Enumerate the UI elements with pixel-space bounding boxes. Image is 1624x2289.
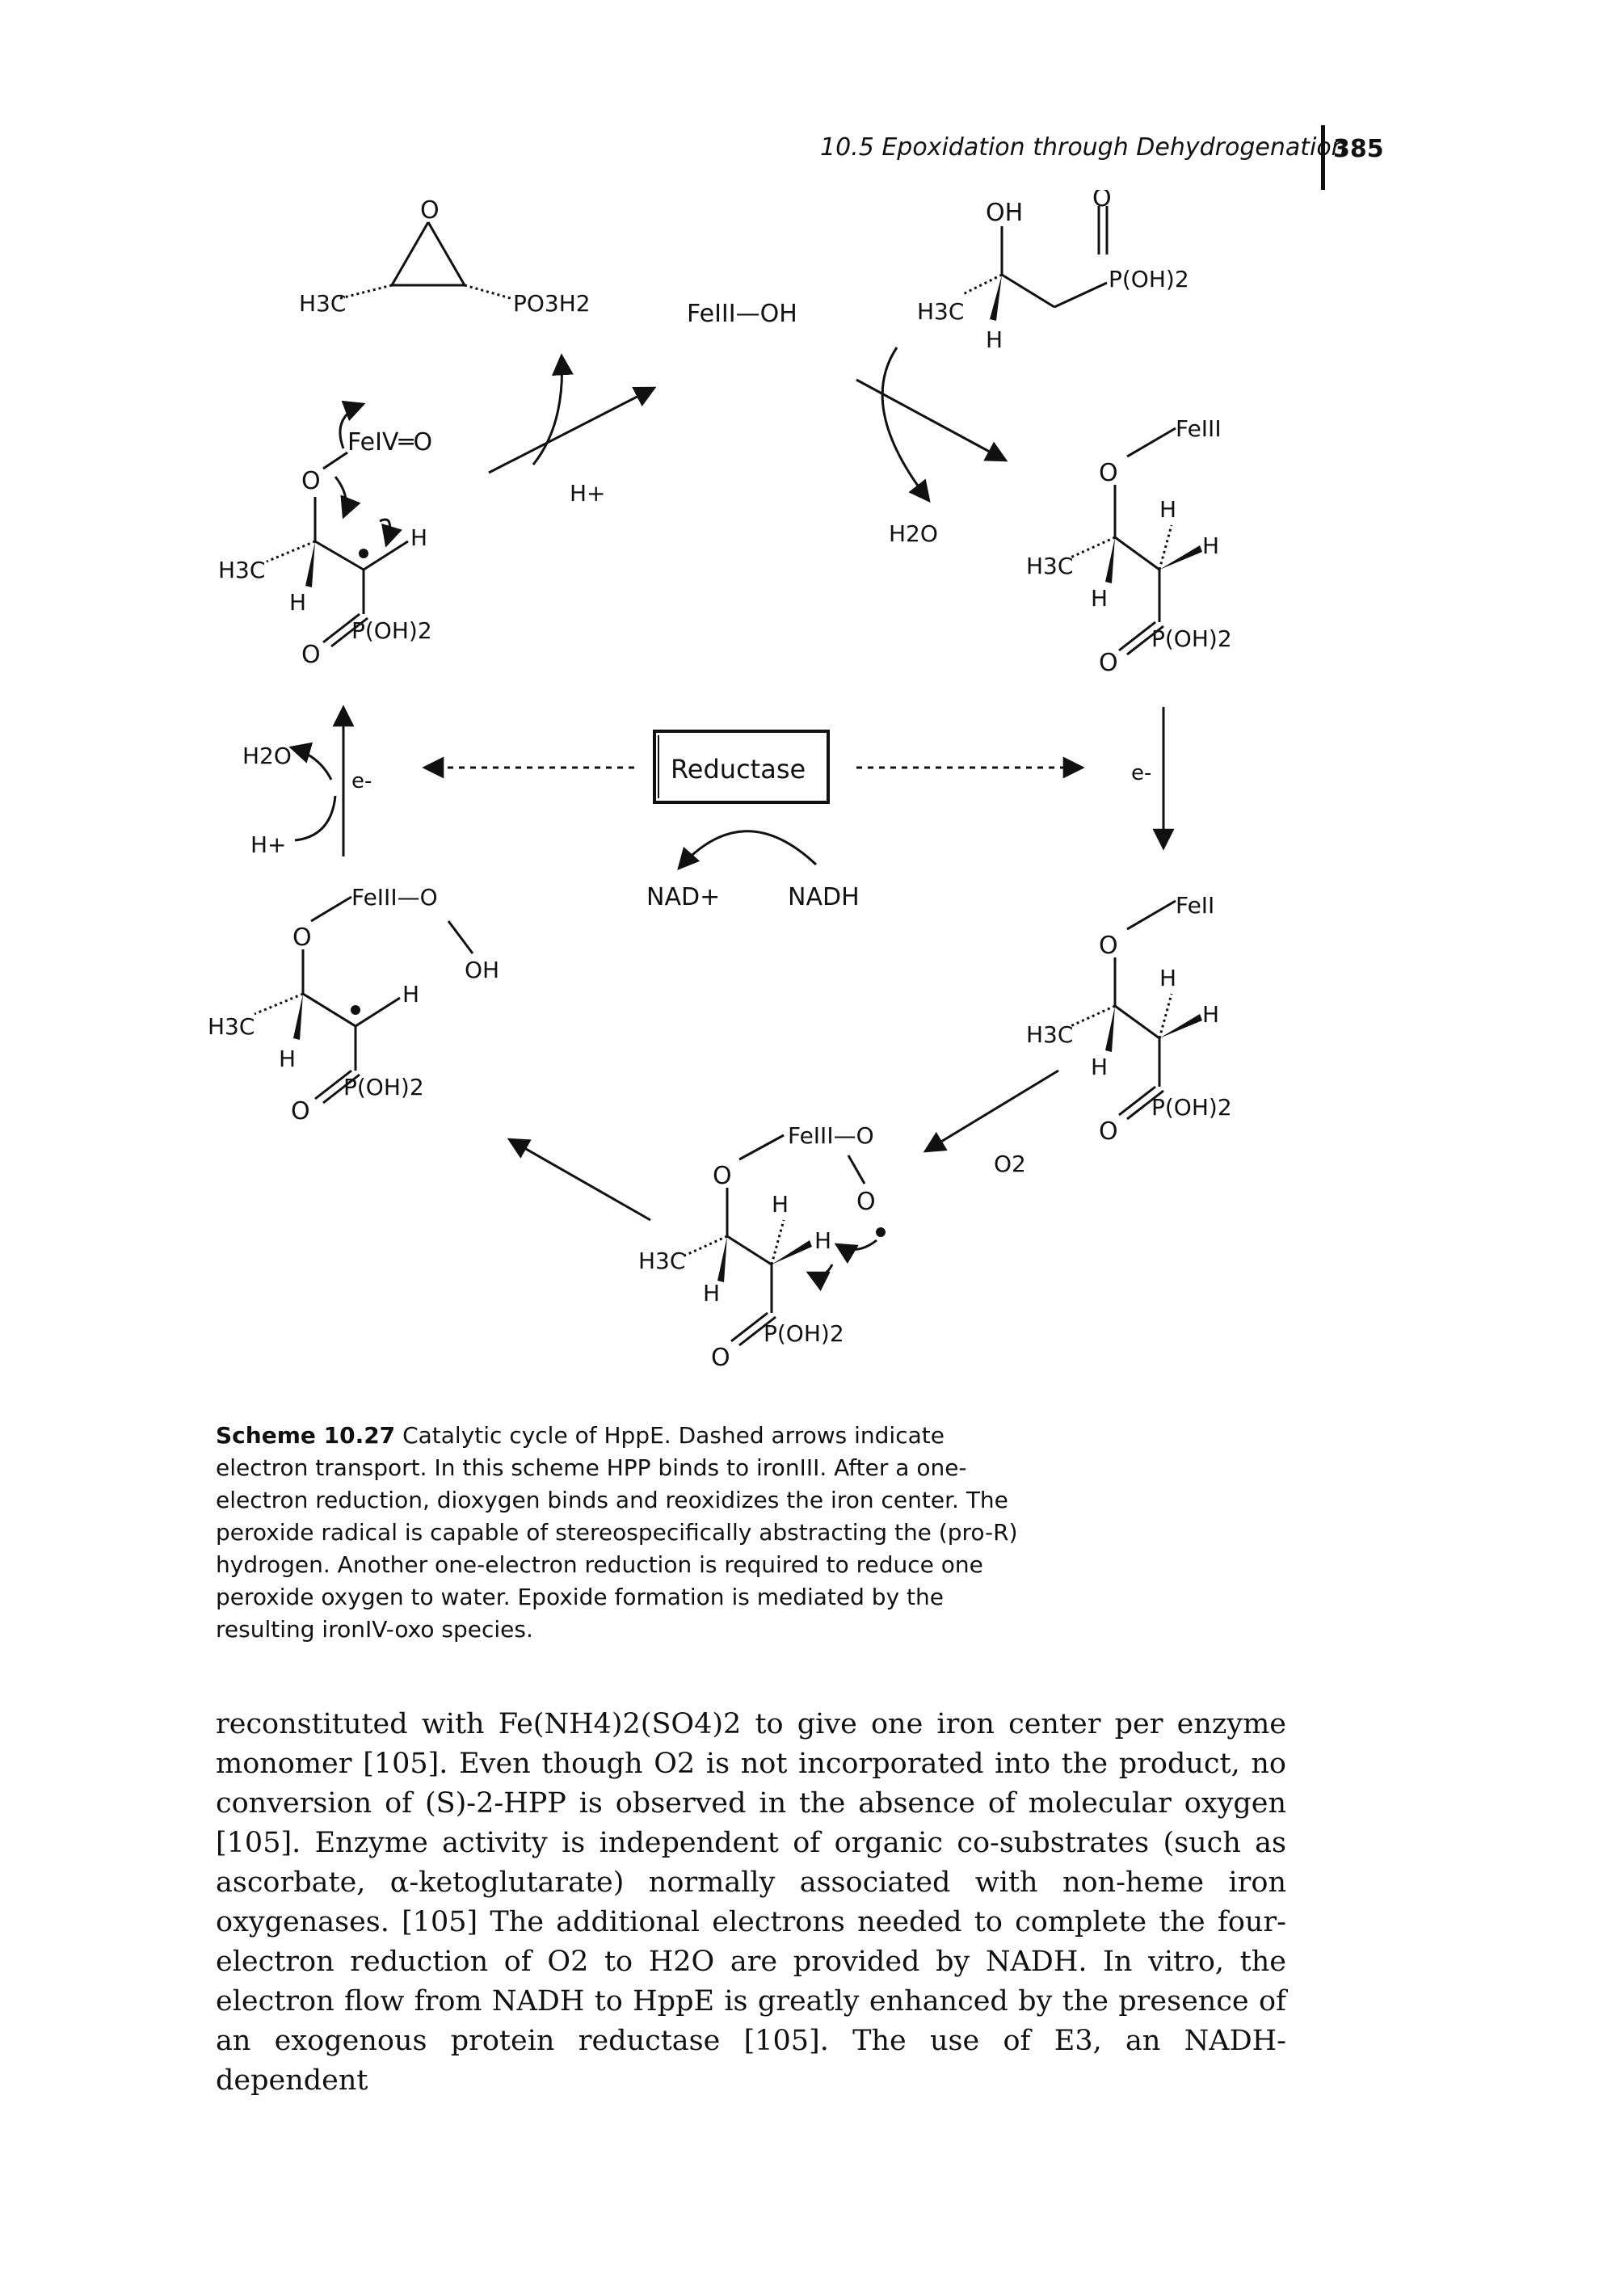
caption-text: Catalytic cycle of HppE. Dashed arrows i… bbox=[216, 1422, 1018, 1643]
h2o-top: H2O bbox=[889, 520, 938, 547]
epoxide-product bbox=[337, 221, 514, 301]
o2-binding-arrow bbox=[923, 1069, 1059, 1153]
fe3-ooh-label: FeIII—O bbox=[351, 884, 438, 911]
proton-arrow bbox=[488, 353, 657, 474]
hpp-poh2: P(OH)2 bbox=[1109, 266, 1189, 292]
fe3-ooh-o: O bbox=[292, 924, 312, 952]
fe4-o2: O bbox=[301, 641, 321, 669]
fe3-oo-poh2: P(OH)2 bbox=[764, 1320, 844, 1347]
fe2-label: FeII bbox=[1176, 892, 1214, 919]
abstraction-arrow bbox=[507, 1138, 651, 1222]
fe3-hydroperoxo-intermediate bbox=[254, 895, 474, 1105]
nadh-arrow bbox=[677, 830, 818, 871]
fe4-oxo-intermediate bbox=[266, 400, 409, 648]
epoxide-h3c: H3C bbox=[299, 290, 346, 317]
fe3-oo-h3c: H3C bbox=[638, 1248, 685, 1274]
fe3-poh2: P(OH)2 bbox=[1151, 625, 1232, 652]
fe3-h: H bbox=[1159, 496, 1176, 523]
water-arrow bbox=[856, 347, 1008, 503]
fe3-oh-label: FeIII—OH bbox=[687, 300, 797, 328]
fe3-ooh-poh2: P(OH)2 bbox=[343, 1074, 424, 1100]
fe4-h: H bbox=[410, 524, 427, 551]
fe3-ooh-o2: O bbox=[291, 1097, 310, 1126]
electron-right: e- bbox=[1131, 761, 1151, 785]
fe3-oo-h3: H bbox=[703, 1280, 720, 1306]
fe2-h: H bbox=[1159, 965, 1176, 991]
body-text: reconstituted with Fe(NH4)2(SO4)2 to giv… bbox=[216, 1705, 1286, 2101]
fe2-poh2: P(OH)2 bbox=[1151, 1094, 1232, 1121]
fe3-ooh-h3c: H3C bbox=[208, 1013, 255, 1040]
epoxide-po3h2: PO3H2 bbox=[513, 290, 591, 317]
scheme-caption: Scheme 10.27 Catalytic cycle of HppE. Da… bbox=[216, 1420, 1024, 1646]
nad-plus: NAD+ bbox=[646, 883, 720, 911]
reductase-label: Reductase bbox=[671, 754, 806, 785]
hpp-h: H bbox=[986, 326, 1003, 353]
radical-dot bbox=[359, 549, 368, 558]
fe3-label: FeIII bbox=[1176, 415, 1222, 442]
fe2-o2: O bbox=[1099, 1117, 1118, 1146]
fe4-label: FeIV═O bbox=[347, 428, 432, 457]
fe3-oo-o-radical: O bbox=[856, 1188, 876, 1216]
left-reduction-arrow bbox=[288, 705, 355, 856]
radical-dot-2 bbox=[351, 1005, 360, 1015]
epoxide-o: O bbox=[420, 196, 440, 225]
fe2-o: O bbox=[1099, 932, 1118, 960]
header-divider bbox=[1321, 125, 1325, 190]
h-plus-left: H+ bbox=[250, 831, 287, 858]
fe3-ooh-h: H bbox=[402, 981, 419, 1008]
fe2-bound-substrate bbox=[1070, 899, 1176, 1121]
fe3-oo-o: O bbox=[713, 1162, 732, 1190]
fe3-ooh-h2: H bbox=[279, 1046, 296, 1072]
h-plus-top: H+ bbox=[570, 480, 606, 507]
page-number: 385 bbox=[1333, 135, 1384, 163]
fe2-h2: H bbox=[1202, 1001, 1219, 1028]
fe4-o: O bbox=[301, 467, 321, 495]
fe3-h3c: H3C bbox=[1026, 553, 1073, 579]
fe3-h2: H bbox=[1202, 532, 1219, 559]
fe2-h3c: H3C bbox=[1026, 1021, 1073, 1048]
fe3-h3: H bbox=[1091, 585, 1108, 612]
electron-left: e- bbox=[351, 769, 372, 793]
body-paragraph: reconstituted with Fe(NH4)2(SO4)2 to giv… bbox=[216, 1708, 1286, 2097]
hpp-h3c: H3C bbox=[917, 298, 964, 325]
fe4-poh2: P(OH)2 bbox=[351, 617, 432, 644]
fe3-oo-label: FeIII—O bbox=[788, 1122, 874, 1149]
fe3-superoxo-intermediate bbox=[682, 1134, 877, 1347]
running-header-title: 10.5 Epoxidation through Dehydrogenation bbox=[820, 133, 1347, 162]
fe3-oo-h: H bbox=[772, 1191, 789, 1218]
hpp-oh: OH bbox=[986, 199, 1023, 227]
h2o-left: H2O bbox=[242, 743, 292, 769]
nadh: NADH bbox=[788, 883, 860, 911]
fe4-h2: H bbox=[289, 589, 306, 616]
fe3-bound-substrate bbox=[1070, 427, 1176, 656]
fe4-h3c: H3C bbox=[218, 557, 265, 583]
hpp-substrate bbox=[961, 206, 1109, 309]
fe3-o: O bbox=[1099, 459, 1118, 487]
fe3-oo-h2: H bbox=[814, 1227, 831, 1254]
fe2-h3: H bbox=[1091, 1054, 1108, 1080]
fe3-o2: O bbox=[1099, 649, 1118, 677]
superoxo-radical-dot bbox=[876, 1227, 886, 1237]
fe3-oo-o2: O bbox=[711, 1344, 730, 1372]
hpp-o: O bbox=[1092, 190, 1112, 212]
caption-label: Scheme 10.27 bbox=[216, 1422, 396, 1449]
o2-label: O2 bbox=[994, 1151, 1026, 1177]
reductase-box bbox=[653, 730, 830, 804]
fe3-ooh-oh: OH bbox=[465, 957, 499, 983]
reaction-scheme: O H3C PO3H2 FeIII—OH OH O P(OH)2 H3C H H… bbox=[208, 190, 1232, 1372]
